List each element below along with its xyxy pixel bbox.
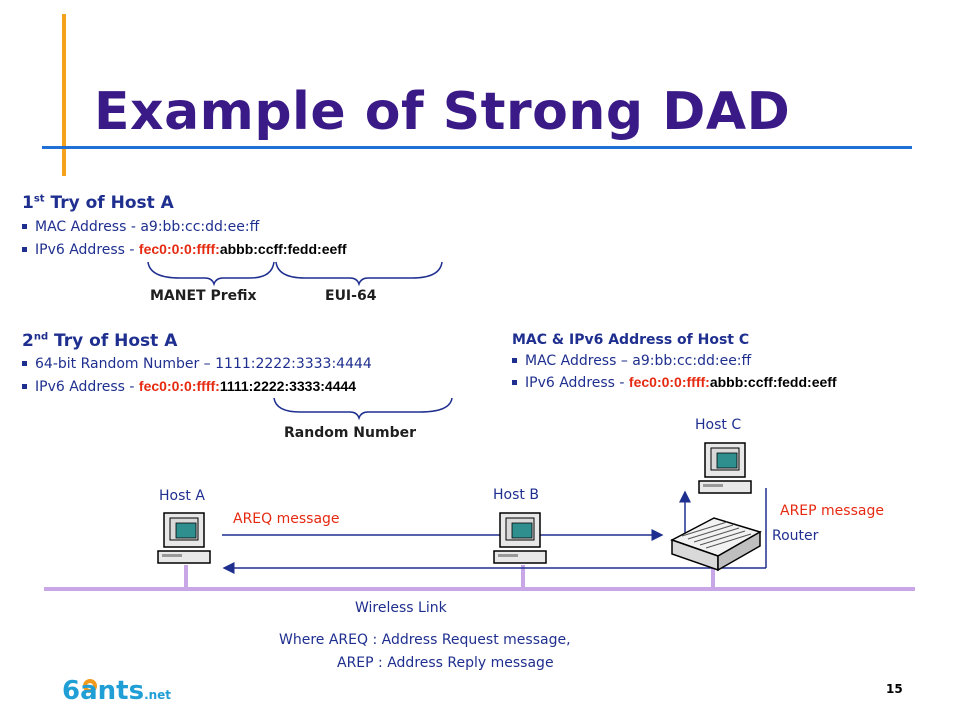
random-number-brace xyxy=(273,397,453,421)
try1-mac: MAC Address - a9:bb:cc:dd:ee:ff xyxy=(22,219,259,235)
wireless-link-label: Wireless Link xyxy=(355,600,447,616)
arep-label: AREP message xyxy=(780,503,884,519)
try2-random: 64-bit Random Number – 1111:2222:3333:44… xyxy=(22,356,372,372)
page-title: Example of Strong DAD xyxy=(94,82,791,142)
host-c-label: Host C xyxy=(695,417,742,433)
hostc-mac: MAC Address – a9:bb:cc:dd:ee:ff xyxy=(512,353,751,369)
logo: 6ants.net xyxy=(62,676,171,706)
logo-suffix: .net xyxy=(144,688,172,702)
footnote-line2: AREP : Address Reply message xyxy=(337,655,554,671)
host-b-label: Host B xyxy=(493,487,539,503)
eui64-brace xyxy=(275,261,443,287)
try2-heading: 2nd Try of Host A xyxy=(22,331,178,351)
host-a-label: Host A xyxy=(159,488,205,504)
manet-prefix-brace xyxy=(147,261,275,287)
footnote-line1: Where AREQ : Address Request message, xyxy=(279,632,571,648)
try1-ipv6: IPv6 Address - fec0:0:0:ffff:abbb:ccff:f… xyxy=(22,241,347,258)
try2-ipv6: IPv6 Address - fec0:0:0:ffff:1111:2222:3… xyxy=(22,378,356,395)
page-number: 15 xyxy=(886,682,903,696)
random-number-label: Random Number xyxy=(284,425,416,441)
host-c-computer-icon xyxy=(698,442,752,494)
manet-prefix-label: MANET Prefix xyxy=(150,288,257,304)
try1-heading: 1st Try of Host A xyxy=(22,193,174,213)
accent-bar xyxy=(62,14,66,176)
logo-text: 6ants xyxy=(62,676,145,706)
areq-label: AREQ message xyxy=(233,511,340,527)
title-rule xyxy=(42,146,912,149)
hostc-ipv6: IPv6 Address - fec0:0:0:ffff:abbb:ccff:f… xyxy=(512,374,837,391)
hostc-heading: MAC & IPv6 Address of Host C xyxy=(512,332,750,348)
host-b-computer-icon xyxy=(493,512,547,564)
host-a-computer-icon xyxy=(157,512,211,564)
router-icon xyxy=(670,517,762,572)
router-label: Router xyxy=(772,528,819,544)
eui64-label: EUI-64 xyxy=(325,288,377,304)
